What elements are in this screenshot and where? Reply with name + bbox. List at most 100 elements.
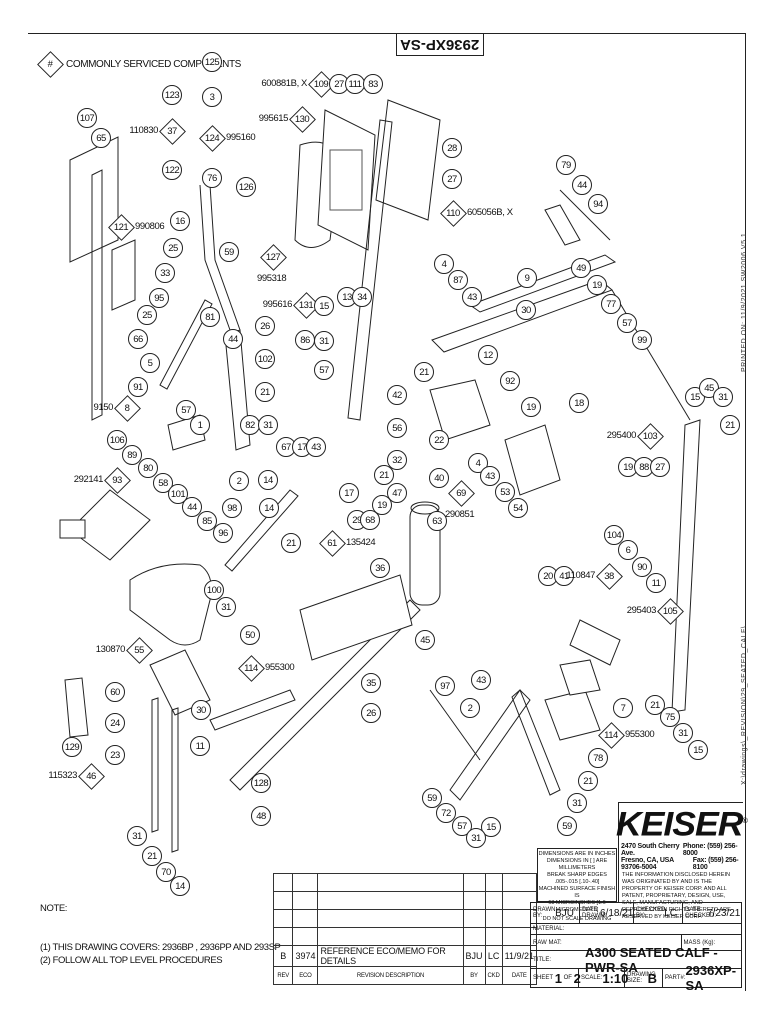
- item-balloon: 2: [460, 698, 480, 718]
- scale-label: SCALE:: [581, 975, 603, 981]
- item-balloon: 43: [462, 287, 482, 307]
- back-pad-plate: [69, 136, 119, 263]
- notes: NOTE: (1) THIS DRAWING COVERS: 2936BP , …: [40, 902, 281, 967]
- item-balloon: 98: [222, 498, 242, 518]
- item-balloon: 35: [361, 673, 381, 693]
- foot-frame-arm: [449, 689, 531, 801]
- left-upright-post: [91, 169, 103, 421]
- material-label: MATERIAL:: [533, 926, 565, 932]
- item-balloon: 9: [517, 268, 537, 288]
- checked-by-label: CHECKED BY:: [636, 907, 666, 919]
- item-balloon: 63: [427, 511, 447, 531]
- item-balloon: 49: [571, 258, 591, 278]
- console-display: [329, 149, 363, 211]
- legend-diamond-icon: #: [37, 51, 64, 78]
- rear-frame: [375, 99, 441, 221]
- item-balloon: 12: [478, 345, 498, 365]
- item-balloon: 76: [202, 168, 222, 188]
- footrest-bar: [429, 689, 481, 761]
- foot-pad: [544, 689, 601, 741]
- item-balloon: 56: [387, 418, 407, 438]
- item-balloon: 21: [142, 846, 162, 866]
- serviced-item-number: 69: [456, 487, 466, 499]
- cylinder-right: [569, 619, 621, 666]
- seat-plate: [149, 649, 211, 716]
- lever-arm: [159, 299, 213, 390]
- item-balloon: 101: [168, 484, 188, 504]
- item-balloon: 70: [156, 862, 176, 882]
- part-number: 2936XP-SA: [685, 963, 737, 993]
- drawn-by-label: DRAWN BY:: [533, 907, 556, 919]
- item-balloon: 41: [554, 566, 574, 586]
- item-balloon: 31: [673, 723, 693, 743]
- item-balloon: 34: [352, 287, 372, 307]
- item-balloon: 23: [105, 745, 125, 765]
- item-balloon: 68: [360, 510, 380, 530]
- item-balloon: 128: [251, 773, 271, 793]
- item-balloon: 21: [645, 695, 665, 715]
- item-balloon: 21: [255, 382, 275, 402]
- item-balloon: 88: [634, 457, 654, 477]
- description-header: REVISION DESCRIPTION: [317, 966, 464, 985]
- item-balloon: 126: [236, 177, 256, 197]
- item-balloon: 50: [240, 625, 260, 645]
- item-balloon: 27: [442, 169, 462, 189]
- console-panel: [317, 109, 376, 251]
- serviced-item-number: 127: [265, 251, 281, 263]
- item-balloon: 87: [448, 270, 468, 290]
- revision-header-row: REV ECO REVISION DESCRIPTION BY CKD DATE: [272, 966, 538, 985]
- item-balloon: 54: [508, 498, 528, 518]
- item-balloon: 43: [471, 670, 491, 690]
- item-balloon: 36: [370, 558, 390, 578]
- serviced-item-number: 61: [327, 537, 337, 549]
- part-number-label: 995616: [262, 299, 293, 310]
- serviced-item-number: 109: [313, 78, 329, 90]
- dimensions-note: DIMENSIONS ARE IN INCHES DIMENSIONS IN […: [537, 848, 617, 922]
- eco-header: ECO: [292, 966, 319, 985]
- date-header: DATE: [501, 966, 538, 985]
- item-balloon: 83: [363, 74, 383, 94]
- item-balloon: 129: [62, 737, 82, 757]
- serviced-item-number: 37: [167, 125, 177, 137]
- item-balloon: 43: [306, 437, 326, 457]
- item-balloon: 91: [128, 377, 148, 397]
- serviced-item-number: 114: [604, 729, 618, 741]
- raw-mat-row: RAW MAT: MASS (Kg):: [530, 934, 742, 950]
- item-balloon: 31: [314, 331, 334, 351]
- item-balloon: 2: [229, 471, 249, 491]
- serviced-item-number: 121: [113, 221, 129, 233]
- item-balloon: 25: [137, 305, 157, 325]
- part-number-label: 990806: [135, 221, 165, 232]
- item-balloon: 102: [255, 349, 275, 369]
- seat-post-a: [151, 697, 159, 833]
- flipped-drawing-number: 2936XP-SA: [396, 33, 484, 56]
- of-label: OF: [563, 975, 572, 981]
- item-balloon: 31: [567, 793, 587, 813]
- item-balloon: 60: [105, 682, 125, 702]
- item-balloon: 44: [182, 497, 202, 517]
- serviced-item-number: 105: [662, 605, 678, 617]
- part-number-label: 995318: [257, 273, 287, 284]
- part-number-label: 605056B, X: [467, 207, 513, 218]
- legend: # COMMONLY SERVICED COMPONENTS: [37, 51, 241, 78]
- thigh-pad-left: [429, 379, 491, 441]
- chkd-cell: LC: [484, 945, 503, 967]
- item-balloon: 24: [105, 713, 125, 733]
- serviced-item-number: 114: [244, 662, 258, 674]
- item-balloon: 90: [632, 557, 652, 577]
- serviced-item-number: 55: [134, 644, 144, 656]
- item-balloon: 95: [149, 288, 169, 308]
- item-balloon: 107: [77, 108, 97, 128]
- proprietary-notice: THE INFORMATION DISCLOSED HEREIN WAS ORI…: [622, 872, 731, 921]
- item-balloon: 6: [618, 540, 638, 560]
- item-balloon: 26: [361, 703, 381, 723]
- item-balloon: 17: [339, 483, 359, 503]
- legend-label: COMMONLY SERVICED COMPONENTS: [66, 58, 241, 70]
- checked-by: LC: [664, 907, 677, 919]
- item-balloon: 57: [314, 360, 334, 380]
- drawn-by: BJU: [555, 907, 574, 919]
- item-balloon: 94: [588, 194, 608, 214]
- drawn-row: DRAWN BY:BJU DATE DRAWN:6/18/21 CHECKED …: [530, 902, 742, 923]
- revision-table: B 3974 REFERENCE ECO/MEMO FOR DETAILS BJ…: [272, 873, 538, 985]
- date-checked-label: DATE CHECKED:: [685, 907, 717, 919]
